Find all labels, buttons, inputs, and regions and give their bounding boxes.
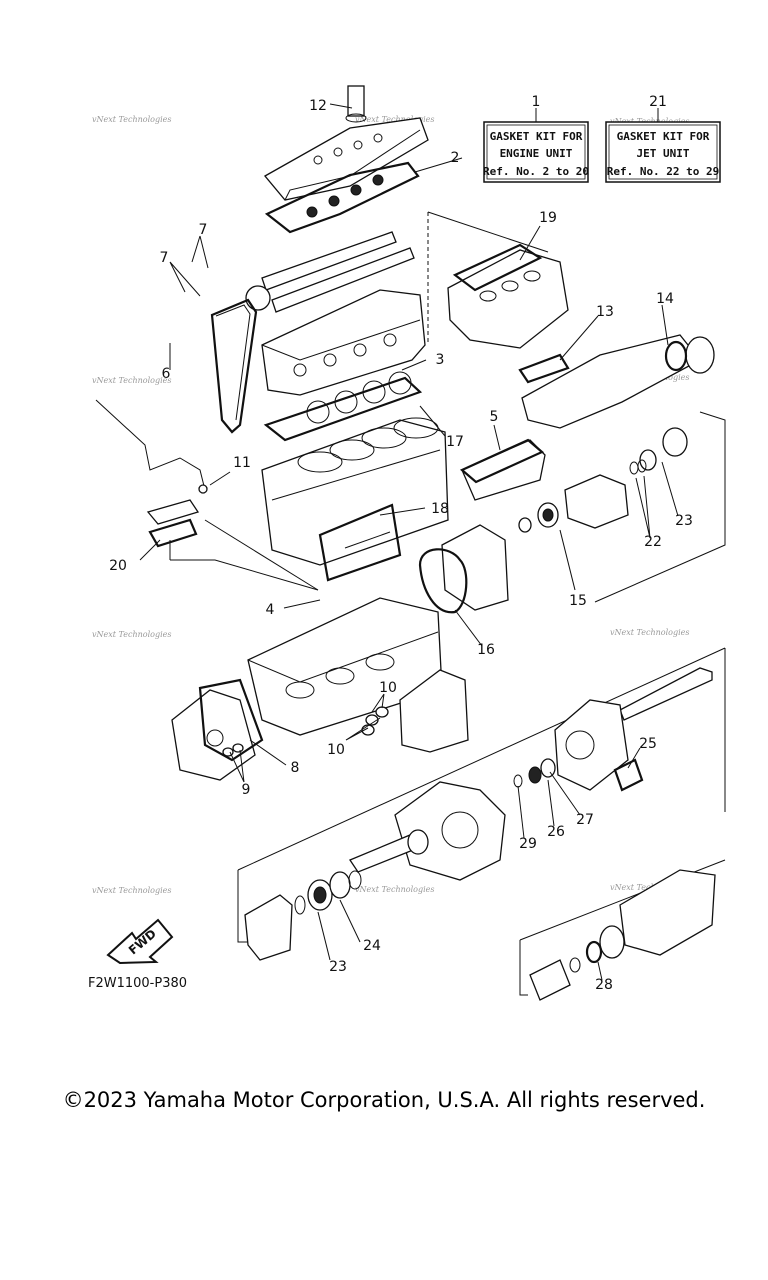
jet-nozzle [529, 869, 716, 1001]
callout-6: 6 [162, 366, 171, 382]
callout-26: 26 [547, 824, 565, 840]
callout-23b: 23 [329, 959, 347, 975]
fwd-arrow: FWD [106, 918, 174, 965]
intake-manifold [459, 438, 546, 501]
kit-engine-line-3: Ref. No. 2 to 20 [483, 165, 589, 178]
jet-pump-housing [349, 781, 506, 881]
watermark-6: vNext Technologies [92, 630, 171, 639]
callout-20: 20 [109, 558, 127, 574]
callout-7a: 7 [199, 222, 208, 238]
callout-23a: 23 [675, 513, 693, 529]
callout-28: 28 [595, 977, 613, 993]
callout-12: 12 [309, 98, 327, 114]
oil-pump-cover [171, 678, 264, 781]
diagram-code: F2W1100-P380 [88, 976, 187, 991]
callout-29: 29 [519, 836, 537, 852]
timing-chain [210, 298, 258, 434]
callout-16: 16 [477, 642, 495, 658]
callout-19: 19 [539, 210, 557, 226]
callout-27: 27 [576, 812, 594, 828]
kit-jet-line-2: JET UNIT [637, 147, 690, 160]
callout-18: 18 [431, 501, 449, 517]
impeller-housing [244, 870, 362, 961]
bearing-housing [513, 699, 644, 792]
kit-jet-line-1: GASKET KIT FOR [617, 130, 710, 143]
callout-24: 24 [363, 938, 381, 954]
kit-box-jet: GASKET KIT FOR JET UNIT Ref. No. 22 to 2… [605, 94, 721, 183]
watermark-4: vNext Technologies [92, 376, 171, 385]
drive-shaft [619, 667, 713, 721]
callout-9: 9 [242, 782, 251, 798]
watermark-7: vNext Technologies [610, 628, 689, 637]
exhaust-pipe [518, 334, 715, 429]
camshafts [245, 231, 415, 313]
watermark-8: vNext Technologies [92, 886, 171, 895]
callout-leaders [139, 103, 679, 981]
cylinder-head-gasket [263, 371, 423, 442]
callout-13: 13 [596, 304, 614, 320]
cylinder-head-cover [264, 85, 429, 201]
watermark-9: vNext Technologies [355, 885, 434, 894]
callout-25: 25 [639, 736, 657, 752]
callout-10a: 10 [379, 680, 397, 696]
generator-cover [418, 524, 509, 614]
callout-5: 5 [490, 409, 499, 425]
cylinder-block [261, 417, 449, 566]
kit-engine-line-2: ENGINE UNIT [500, 147, 573, 160]
exhaust-manifold [447, 243, 569, 349]
callout-7b: 7 [160, 250, 169, 266]
crankcase-cover-gasket [318, 503, 402, 582]
kit-engine-line-1: GASKET KIT FOR [490, 130, 583, 143]
callout-21: 21 [649, 94, 667, 110]
coupling-housing [518, 427, 688, 533]
callout-3: 3 [436, 352, 445, 368]
callout-15: 15 [569, 593, 587, 609]
cylinder-head [261, 289, 426, 396]
kit-box-engine: GASKET KIT FOR ENGINE UNIT Ref. No. 2 to… [483, 94, 589, 183]
watermark-2: vNext Technologies [355, 115, 434, 124]
callout-10b: 10 [327, 742, 345, 758]
callout-1: 1 [532, 94, 541, 110]
breather-pipe [95, 399, 208, 494]
oil-cooler-plate [146, 499, 200, 548]
callout-8: 8 [291, 760, 300, 776]
callout-4: 4 [266, 602, 275, 618]
callout-22: 22 [644, 534, 662, 550]
callout-17: 17 [446, 434, 464, 450]
copyright-notice: ©2023 Yamaha Motor Corporation, U.S.A. A… [62, 1088, 706, 1112]
group-outline-engine [169, 211, 549, 591]
callout-11: 11 [233, 455, 251, 471]
callout-14: 14 [656, 291, 674, 307]
watermark-1: vNext Technologies [92, 115, 171, 124]
callout-2: 2 [451, 150, 460, 166]
callouts: 2 3 4 5 6 7 7 8 9 10 10 11 12 13 14 15 1… [109, 98, 693, 993]
kit-jet-line-3: Ref. No. 22 to 29 [607, 165, 720, 178]
magneto-cover [361, 669, 469, 753]
head-cover-gasket [264, 161, 420, 234]
